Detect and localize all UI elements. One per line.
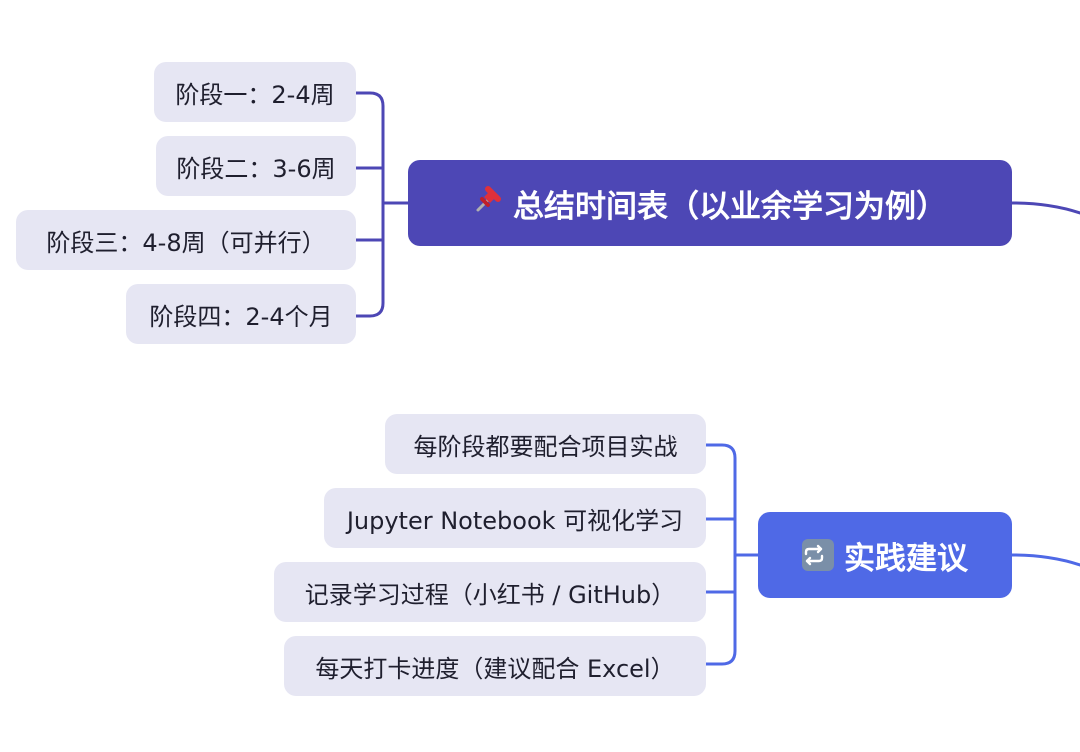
practice-item-3[interactable]: 记录学习过程（小红书 / GitHub） <box>274 562 706 622</box>
practice-item-4[interactable]: 每天打卡进度（建议配合 Excel） <box>284 636 706 696</box>
timeline-topic-title: 总结时间表（以业余学习为例） <box>513 188 947 225</box>
connector-practice-1 <box>704 443 737 666</box>
timeline-item-2[interactable]: 阶段二：3-6周 <box>156 136 356 196</box>
practice-topic-title: 实践建议 <box>844 540 968 577</box>
pushpin-icon <box>473 184 503 222</box>
timeline-item-4[interactable]: 阶段四：2-4个月 <box>126 284 356 344</box>
practice-item-1[interactable]: 每阶段都要配合项目实战 <box>385 414 706 474</box>
connector-timeline-out <box>1010 201 1080 215</box>
connector-practice-out <box>1010 553 1080 567</box>
practice-item-2[interactable]: Jupyter Notebook 可视化学习 <box>324 488 706 548</box>
repeat-icon <box>802 539 834 571</box>
practice-topic-node[interactable]: 实践建议 <box>758 512 1012 598</box>
timeline-item-1[interactable]: 阶段一：2-4周 <box>154 62 356 122</box>
connector-timeline-1 <box>354 91 385 318</box>
timeline-topic-node[interactable]: 总结时间表（以业余学习为例） <box>408 160 1012 246</box>
timeline-item-3[interactable]: 阶段三：4-8周（可并行） <box>16 210 356 270</box>
